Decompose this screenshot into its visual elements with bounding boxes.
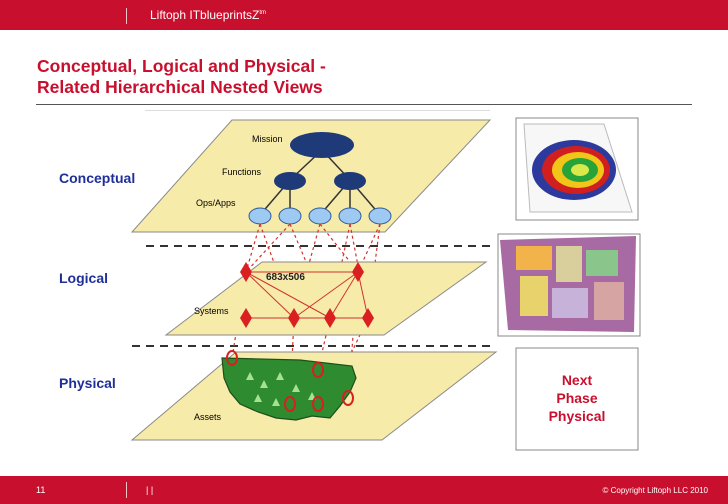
footer-separators: | | (146, 485, 154, 495)
mission-label: Mission (252, 134, 283, 144)
system-nodes (240, 262, 374, 328)
layer-label-conceptual: Conceptual (59, 170, 136, 186)
function-node-1 (274, 172, 306, 190)
diagram-top-edge (145, 110, 490, 111)
systems-label: Systems (194, 306, 229, 316)
asset-sites (226, 350, 354, 412)
footer-divider (126, 482, 127, 498)
next-phase-frame (515, 347, 639, 451)
nested-views-diagram: Mission Functions Ops/Apps (130, 117, 641, 451)
slide-title: Conceptual, Logical and Physical - Relat… (37, 56, 326, 98)
header-divider (126, 8, 127, 24)
assets-label: Assets (194, 412, 222, 422)
conceptual-thumbnail (515, 117, 639, 221)
next-phase-panel: Next Phase Physical (517, 349, 637, 449)
header-bar: Liftoph ITblueprintsZtm (0, 0, 728, 30)
layer-label-physical: Physical (59, 375, 116, 391)
footer-bar: 11 | | © Copyright Liftoph LLC 2010 (0, 476, 728, 504)
title-line-1: Conceptual, Logical and Physical - (37, 56, 326, 76)
brand-label: Liftoph ITblueprintsZtm (150, 8, 267, 22)
logical-plane (164, 261, 488, 336)
layer-label-logical: Logical (59, 270, 109, 286)
ops-apps-label: Ops/Apps (196, 198, 236, 208)
title-underline (36, 104, 692, 105)
size-note: 683x506 (266, 272, 305, 283)
conceptual-plane (130, 119, 492, 233)
copyright: © Copyright Liftoph LLC 2010 (602, 486, 708, 495)
page-number: 11 (36, 485, 46, 495)
mission-node (290, 132, 354, 158)
title-line-2: Related Hierarchical Nested Views (37, 77, 323, 97)
asset-markers (246, 372, 316, 406)
logical-thumbnail (497, 233, 641, 337)
next-phase-text: Next Phase Physical (548, 372, 606, 424)
function-node-2 (334, 172, 366, 190)
ops-nodes (248, 207, 392, 225)
functions-label: Functions (222, 167, 262, 177)
